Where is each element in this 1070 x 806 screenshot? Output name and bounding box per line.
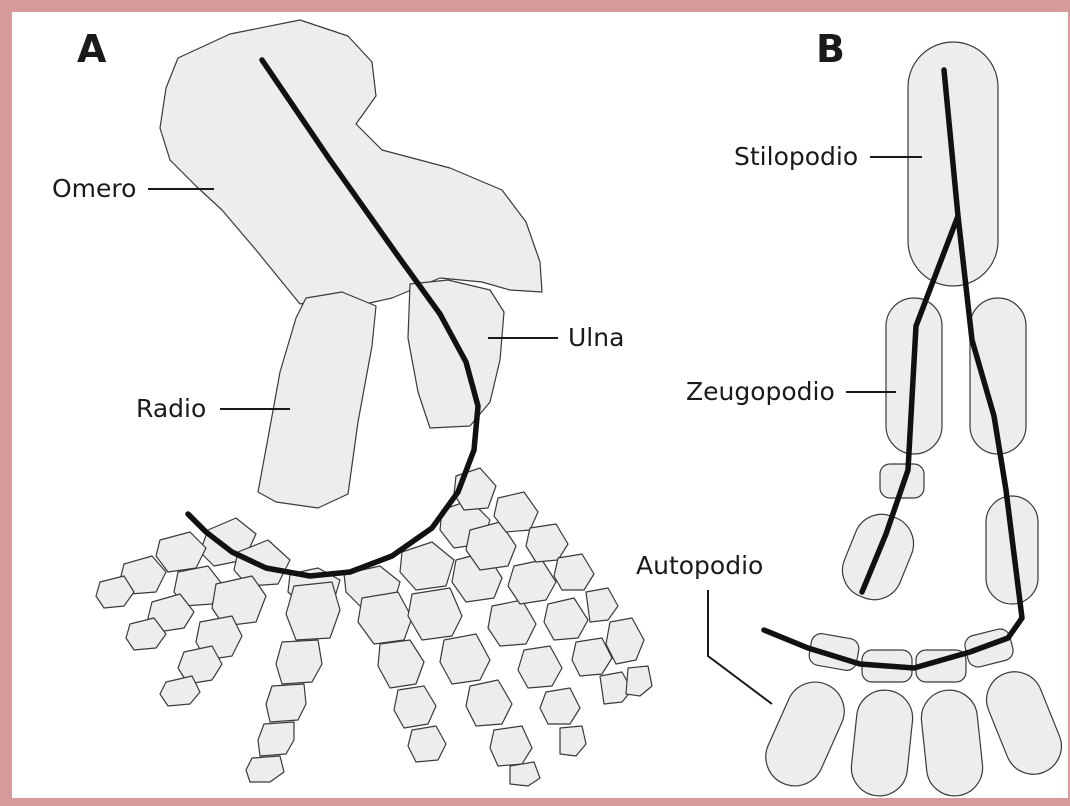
limb-diagram: A [12,12,1068,798]
autopodio-label: Autopodio [636,551,763,580]
panel-b-letter: B [816,27,845,71]
autopodio-leader-line [708,590,772,704]
panel-a-hand [96,468,652,786]
omero-bone [160,20,542,306]
zeugopodio-label: Zeugopodio [686,377,835,406]
stilopodio-label: Stilopodio [734,142,858,171]
panel-a-letter: A [77,27,107,71]
digit-bone-2 [849,687,916,798]
ulna-bone [408,280,504,428]
radio-label: Radio [136,394,206,423]
carpal-bone-4 [963,627,1015,669]
digit-bone-4 [978,663,1068,782]
digit-bone-1 [757,673,854,795]
omero-label: Omero [52,174,136,203]
radio-bone [258,292,376,508]
digit-bone-3 [919,687,986,798]
ulna-label: Ulna [568,323,624,352]
